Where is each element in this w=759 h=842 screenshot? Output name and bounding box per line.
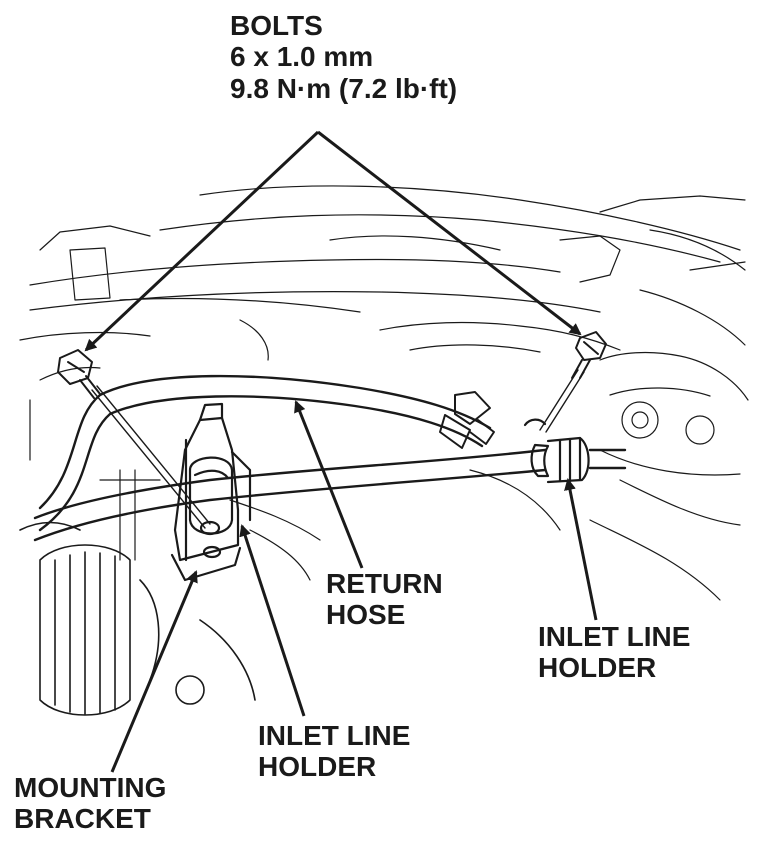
inlet-line-holder-right-illustration: [523, 418, 590, 484]
inlet-line-holder-left-line-1: INLET LINE: [258, 720, 411, 751]
return-hose-callout: RETURN HOSE: [326, 568, 443, 631]
return-hose: [38, 374, 492, 532]
inlet-line-holder-left-callout: INLET LINE HOLDER: [258, 720, 410, 783]
mounting-bracket-line-1: MOUNTING: [14, 772, 167, 803]
bolts-torque: 9.8 N·m (7.2 lb·ft): [230, 72, 458, 104]
bolts-arrow-left: [84, 130, 320, 352]
inlet-line-holder-left-arrow: [239, 524, 306, 717]
bolts-callout: BOLTS 6 x 1.0 mm 9.8 N·m (7.2 lb·ft): [230, 10, 457, 104]
inlet-line: [33, 448, 627, 542]
inlet-line-holder-right-line-2: HOLDER: [538, 652, 657, 684]
return-hose-arrow: [294, 400, 364, 569]
return-hose-clamp: [439, 391, 495, 449]
bolts-title: BOLTS: [230, 10, 323, 41]
mounting-bracket-line-2: BRACKET: [14, 803, 151, 835]
mounting-bracket-arrow: [110, 570, 198, 773]
mounting-bracket-illustration: [170, 402, 252, 582]
engine-background-lines: [19, 185, 749, 601]
right-bolt-illustration: [571, 331, 607, 379]
return-hose-line-1: RETURN: [326, 568, 443, 599]
mounting-bracket-callout: MOUNTING BRACKET: [14, 772, 166, 835]
left-bolt-illustration: [57, 349, 101, 399]
bolts-arrow-right: [317, 130, 582, 336]
inlet-line-holder-left-line-2: HOLDER: [258, 751, 377, 783]
return-hose-line-2: HOSE: [326, 599, 406, 631]
inlet-line-holder-right-callout: INLET LINE HOLDER: [538, 621, 690, 684]
inlet-line-holder-right-arrow: [564, 478, 598, 621]
bolts-size: 6 x 1.0 mm: [230, 41, 374, 73]
bolt-guide-lines: [91, 369, 585, 529]
inlet-line-holder-right-line-1: INLET LINE: [538, 621, 691, 652]
